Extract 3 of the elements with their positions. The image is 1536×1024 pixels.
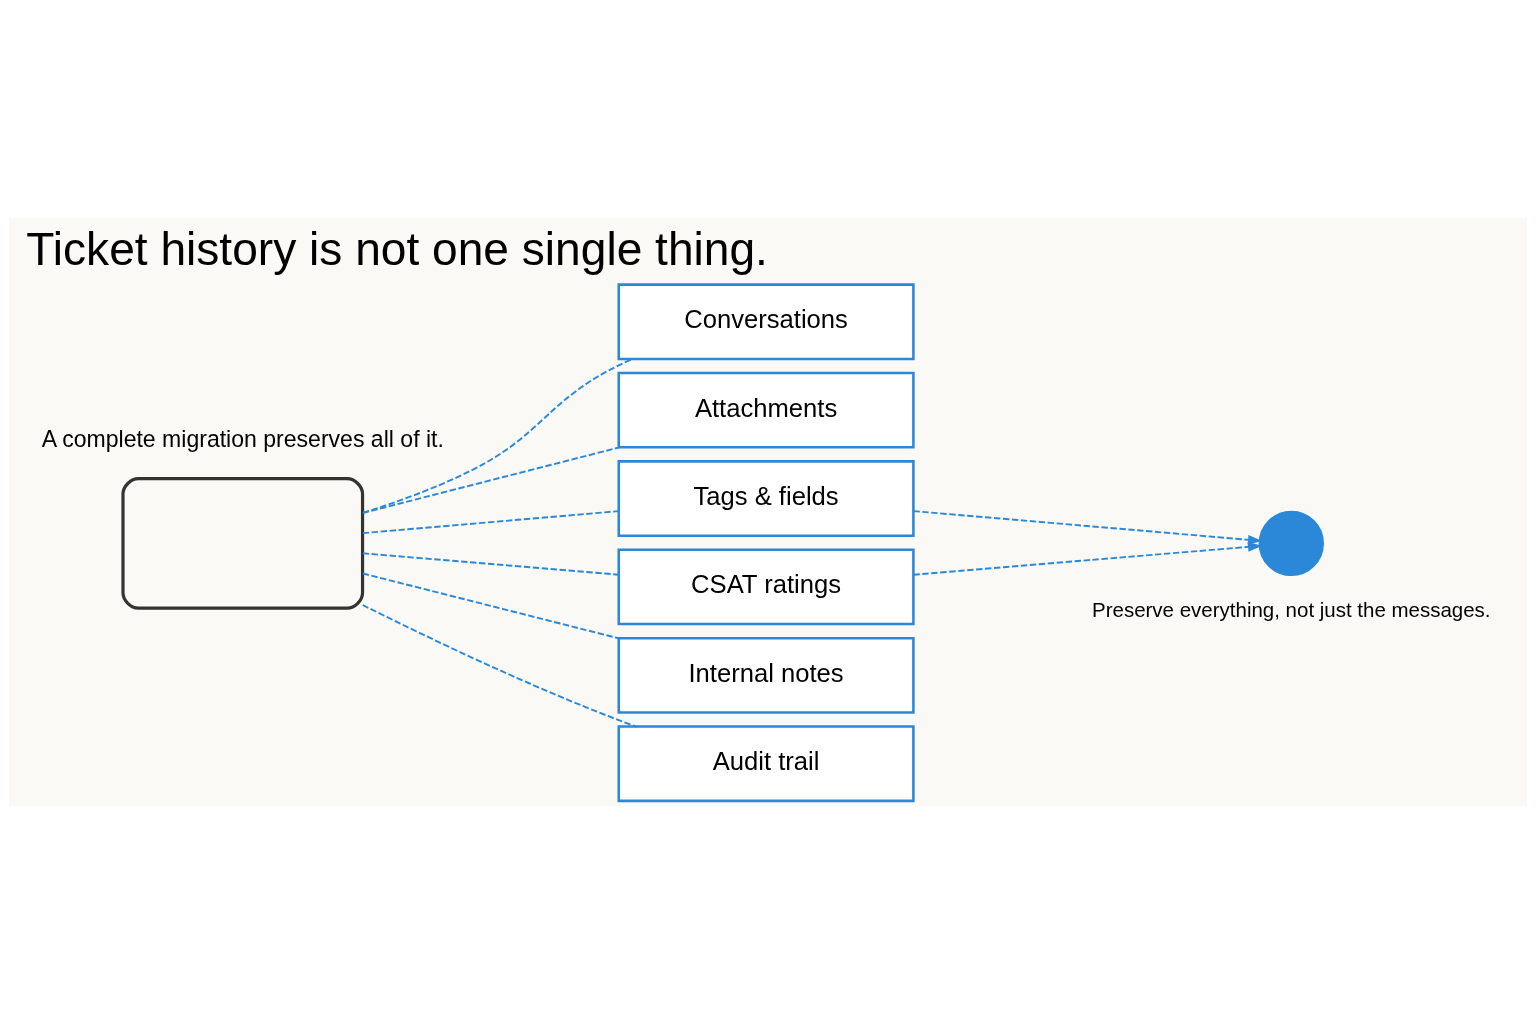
node-label: Preserve everything, not just the messages.	[1092, 598, 1491, 622]
label: A complete migration preserves all of it.	[41, 425, 444, 452]
diagram-title: Ticket history is not one single thing.	[26, 223, 768, 276]
